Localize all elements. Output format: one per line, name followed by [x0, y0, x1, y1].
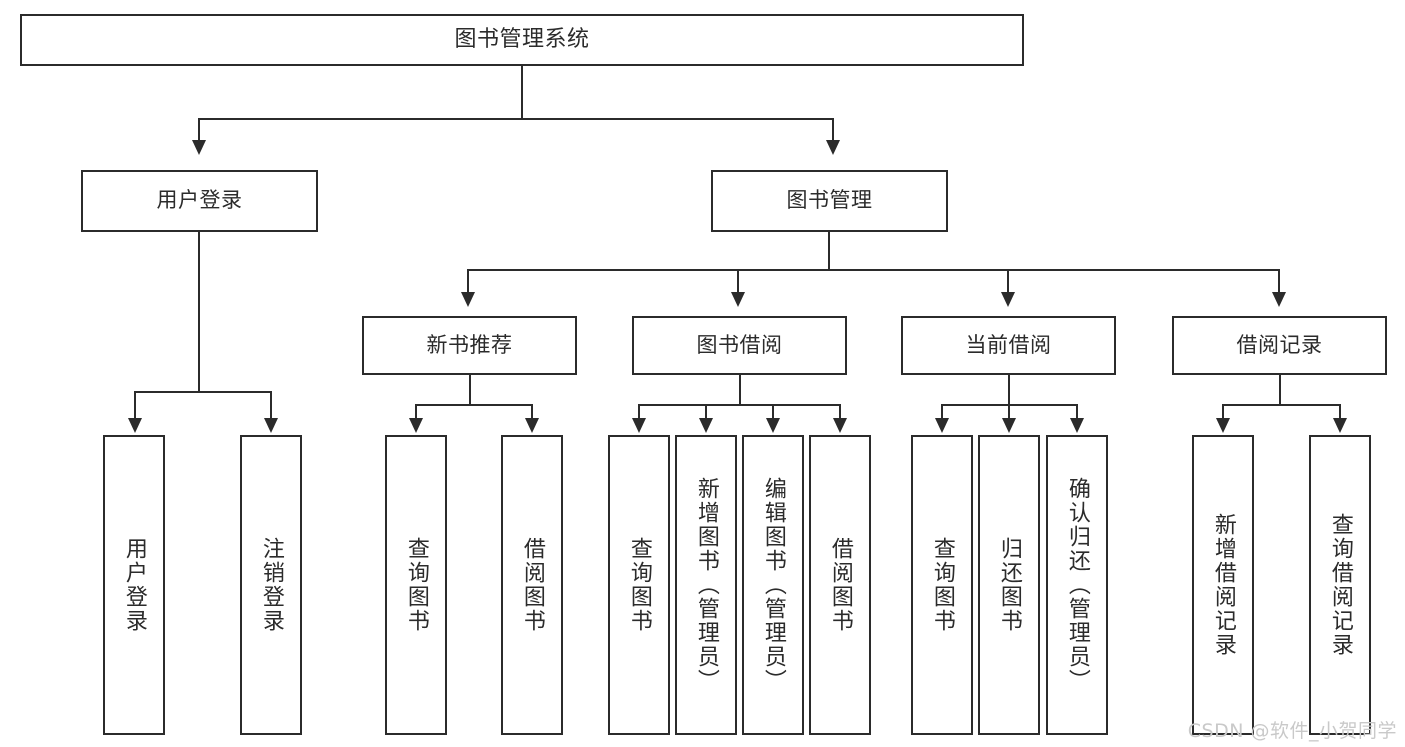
node-current-borrow[interactable]: 当前借阅 — [901, 316, 1116, 375]
arrowhead-to-leaf-return-book — [1002, 418, 1016, 433]
connector-root-stem — [521, 66, 523, 118]
node-label: 编辑图书（管理员） — [760, 477, 786, 693]
connector-book-manage-drop-3 — [1007, 269, 1009, 294]
connector-new-book-bus — [415, 404, 533, 406]
leaf-user-logout[interactable]: 注销登录 — [240, 435, 302, 735]
connector-user-login-bus — [134, 391, 272, 393]
node-label: 图书管理系统 — [454, 26, 590, 52]
node-label: 查询图书 — [403, 537, 429, 633]
node-user-login[interactable]: 用户登录 — [81, 170, 318, 232]
connector-book-borrow-stem — [739, 375, 741, 404]
node-label: 归还图书 — [996, 537, 1022, 633]
arrowhead-to-leaf-query-book-1 — [409, 418, 423, 433]
connector-new-book-drop-2 — [531, 404, 533, 420]
node-book-borrow[interactable]: 图书借阅 — [632, 316, 847, 375]
arrowhead-to-leaf-add-book — [699, 418, 713, 433]
node-borrow-record[interactable]: 借阅记录 — [1172, 316, 1387, 375]
node-label: 图书借阅 — [696, 332, 783, 357]
connector-current-borrow-drop-3 — [1076, 404, 1078, 420]
leaf-edit-book-admin[interactable]: 编辑图书（管理员） — [742, 435, 804, 735]
arrowhead-to-leaf-user-login — [128, 418, 142, 433]
connector-book-manage-bus — [467, 269, 1278, 271]
connector-book-borrow-drop-2 — [705, 404, 707, 420]
leaf-query-book-current[interactable]: 查询图书 — [911, 435, 973, 735]
node-label: 图书管理 — [786, 188, 873, 213]
connector-user-login-drop-1 — [134, 391, 136, 420]
connector-user-login-drop-2 — [270, 391, 272, 420]
leaf-borrow-book-borrow[interactable]: 借阅图书 — [809, 435, 871, 735]
connector-borrow-record-stem — [1279, 375, 1281, 404]
connector-new-book-drop-1 — [415, 404, 417, 420]
arrowhead-to-user-login — [192, 140, 206, 155]
node-label: 用户登录 — [156, 188, 243, 213]
connector-root-drop-right — [832, 118, 834, 142]
node-label: 查询图书 — [929, 537, 955, 633]
connector-book-manage-drop-4 — [1278, 269, 1280, 294]
leaf-add-book-admin[interactable]: 新增图书（管理员） — [675, 435, 737, 735]
node-label: 借阅记录 — [1236, 332, 1323, 357]
arrowhead-to-leaf-user-logout — [264, 418, 278, 433]
leaf-confirm-return-admin[interactable]: 确认归还（管理员） — [1046, 435, 1108, 735]
node-new-book-recommend[interactable]: 新书推荐 — [362, 316, 577, 375]
node-label: 查询图书 — [626, 537, 652, 633]
arrowhead-to-book-manage — [826, 140, 840, 155]
arrowhead-to-leaf-edit-book — [766, 418, 780, 433]
leaf-query-book-new-rec[interactable]: 查询图书 — [385, 435, 447, 735]
arrowhead-to-leaf-query-book-3 — [935, 418, 949, 433]
connector-book-borrow-bus — [638, 404, 841, 406]
connector-root-bus — [198, 118, 834, 120]
connector-book-borrow-drop-1 — [638, 404, 640, 420]
connector-root-drop-left — [198, 118, 200, 142]
connector-current-borrow-stem — [1008, 375, 1010, 404]
node-book-management[interactable]: 图书管理 — [711, 170, 948, 232]
node-label: 当前借阅 — [965, 332, 1052, 357]
node-root-book-management-system[interactable]: 图书管理系统 — [20, 14, 1024, 66]
node-label: 新增借阅记录 — [1210, 513, 1236, 657]
connector-book-manage-drop-2 — [737, 269, 739, 294]
arrowhead-to-current-borrow — [1001, 292, 1015, 307]
arrowhead-to-leaf-borrow-book-1 — [525, 418, 539, 433]
connector-current-borrow-drop-1 — [941, 404, 943, 420]
connector-book-manage-stem — [828, 232, 830, 269]
connector-book-borrow-drop-4 — [839, 404, 841, 420]
connector-borrow-record-drop-1 — [1222, 404, 1224, 420]
arrowhead-to-leaf-confirm-return — [1070, 418, 1084, 433]
arrowhead-to-book-borrow — [731, 292, 745, 307]
node-label: 用户登录 — [121, 537, 147, 633]
leaf-query-borrow-record[interactable]: 查询借阅记录 — [1309, 435, 1371, 735]
leaf-user-login[interactable]: 用户登录 — [103, 435, 165, 735]
connector-user-login-stem — [198, 232, 200, 391]
node-label: 注销登录 — [258, 537, 284, 633]
node-label: 新增图书（管理员） — [693, 477, 719, 693]
connector-current-borrow-drop-2 — [1008, 404, 1010, 420]
leaf-return-book[interactable]: 归还图书 — [978, 435, 1040, 735]
arrowhead-to-leaf-query-record — [1333, 418, 1347, 433]
arrowhead-to-borrow-record — [1272, 292, 1286, 307]
node-label: 借阅图书 — [519, 537, 545, 633]
node-label: 新书推荐 — [426, 332, 513, 357]
leaf-add-borrow-record[interactable]: 新增借阅记录 — [1192, 435, 1254, 735]
node-label: 确认归还（管理员） — [1064, 477, 1090, 693]
arrowhead-to-new-book-rec — [461, 292, 475, 307]
connector-book-manage-drop-1 — [467, 269, 469, 294]
leaf-borrow-book-new-rec[interactable]: 借阅图书 — [501, 435, 563, 735]
arrowhead-to-leaf-add-record — [1216, 418, 1230, 433]
arrowhead-to-leaf-borrow-book-2 — [833, 418, 847, 433]
connector-book-borrow-drop-3 — [772, 404, 774, 420]
connector-new-book-stem — [469, 375, 471, 404]
node-label: 查询借阅记录 — [1327, 513, 1353, 657]
connector-borrow-record-bus — [1222, 404, 1341, 406]
arrowhead-to-leaf-query-book-2 — [632, 418, 646, 433]
node-label: 借阅图书 — [827, 537, 853, 633]
leaf-query-book-borrow[interactable]: 查询图书 — [608, 435, 670, 735]
connector-borrow-record-drop-2 — [1339, 404, 1341, 420]
